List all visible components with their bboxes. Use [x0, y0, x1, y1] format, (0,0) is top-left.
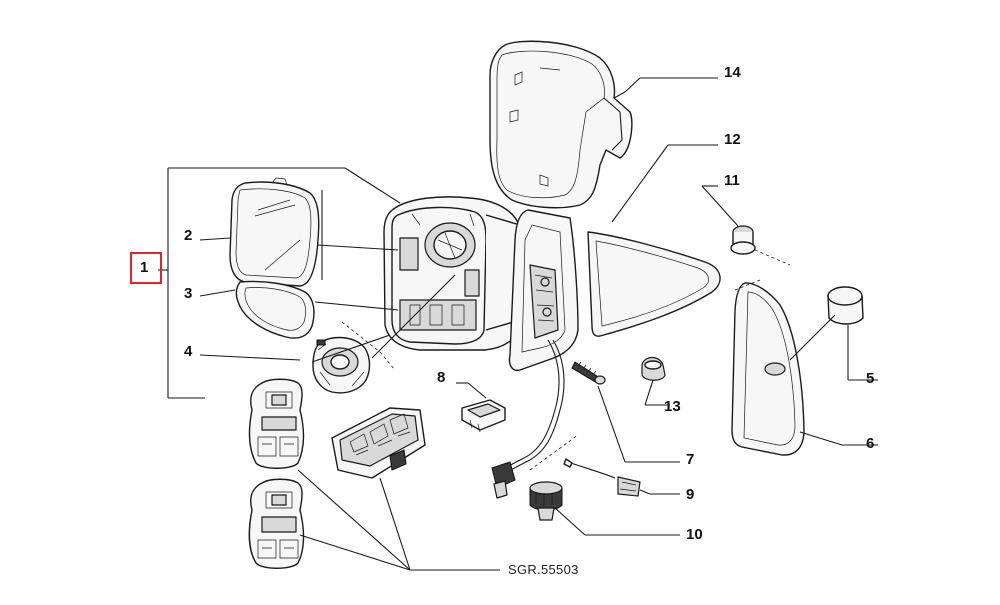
callout-11: 11	[724, 172, 740, 189]
window-switch-module	[331, 407, 426, 479]
part-11-cap	[701, 185, 791, 266]
part-9-lamp-wire	[563, 458, 680, 497]
callout-12: 12	[724, 131, 741, 148]
callout-1-highlight-box	[130, 252, 162, 284]
diagram-reference-code: SGR.55503	[508, 562, 579, 577]
part-13-grommet	[641, 356, 670, 406]
callout-14: 14	[724, 64, 741, 81]
part-6-side-panel	[731, 279, 878, 456]
callout-3: 3	[184, 285, 193, 302]
callout-10: 10	[686, 526, 703, 543]
switch-panel-upper	[248, 378, 305, 469]
part-5-knob	[789, 286, 878, 381]
part-7-screw	[571, 361, 680, 463]
part-12-mirror-arm	[508, 209, 579, 372]
part-4-mirror-motor	[312, 336, 371, 394]
callout-9: 9	[686, 486, 695, 503]
callout-4: 4	[184, 343, 193, 360]
part-12-gasket	[587, 144, 721, 337]
reference-leaders	[297, 469, 500, 571]
callout-13: 13	[664, 398, 681, 415]
switch-panel-lower	[248, 478, 305, 569]
part-2-mirror-glass	[229, 177, 320, 287]
callout-7: 7	[686, 451, 695, 468]
callout-leaders-left	[158, 167, 456, 399]
mirror-housing-assembly	[383, 196, 523, 351]
wiring-harness	[491, 339, 579, 499]
part-8-connector	[456, 382, 506, 433]
part-14-mirror-cover	[489, 40, 718, 209]
callout-1: 1	[140, 259, 149, 276]
callout-2: 2	[184, 227, 193, 244]
callout-8: 8	[437, 369, 446, 386]
callout-5: 5	[866, 370, 875, 387]
callout-6: 6	[866, 435, 875, 452]
part-10-lamp-socket	[529, 481, 680, 536]
part-3-wide-angle-glass	[235, 280, 315, 339]
